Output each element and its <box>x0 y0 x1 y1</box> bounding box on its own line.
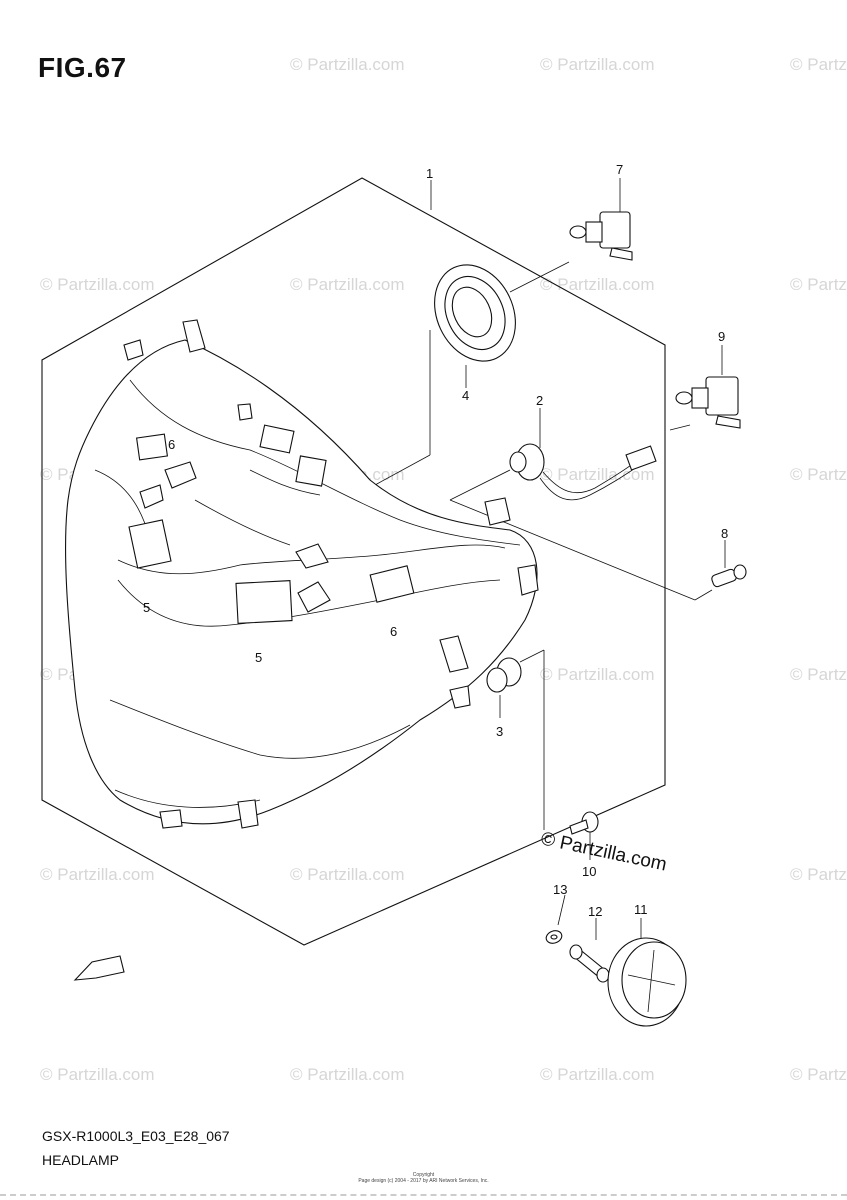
feature-watermark: © Partzilla.com <box>539 828 669 875</box>
headlamp-cap-part-4 <box>434 264 516 362</box>
watermark: © Partzilla.com <box>540 275 655 294</box>
forward-arrow-icon: FWD <box>73 955 125 981</box>
callout-1: 1 <box>426 166 433 181</box>
watermark: © Partzilla.com <box>790 55 847 74</box>
reflector-part-11 <box>607 937 687 1027</box>
model-code: GSX-R1000L3_E03_E28_067 <box>42 1128 230 1144</box>
callout-4: 4 <box>462 388 469 403</box>
grommet-part-3 <box>486 657 522 693</box>
section-name: HEADLAMP <box>42 1152 120 1168</box>
headlamp-housing <box>64 319 539 829</box>
watermark: © Partzilla.com <box>540 55 655 74</box>
watermark: © Partzilla.com <box>790 865 847 884</box>
callout-7: 7 <box>616 162 623 177</box>
callout-2: 2 <box>536 393 543 408</box>
callout-10: 10 <box>582 864 596 879</box>
callout-12: 12 <box>588 904 602 919</box>
callouts: 1 2 3 4 5 5 6 6 7 8 9 10 11 12 13 <box>143 162 728 919</box>
figure-title: FIG.67 <box>38 52 127 83</box>
callout-9: 9 <box>718 329 725 344</box>
watermark: © Partzilla.com <box>290 55 405 74</box>
watermark: © Partzilla.com <box>790 665 847 684</box>
callout-8: 8 <box>721 526 728 541</box>
callout-3: 3 <box>496 724 503 739</box>
watermark: © Partzilla.com <box>540 465 655 484</box>
headlamp-bulb-part-9 <box>675 376 741 429</box>
copyright-line-1: Copyright <box>412 1172 435 1178</box>
callout-13: 13 <box>553 882 567 897</box>
watermark: © Partzilla.com <box>40 275 155 294</box>
copyright-line-2: Page design (c) 2004 - 2017 by ARI Netwo… <box>358 1178 489 1184</box>
copyright-note: Copyright Page design (c) 2004 - 2017 by… <box>0 1172 847 1184</box>
bottom-divider <box>0 1194 847 1196</box>
watermark: © Partzilla.com <box>290 275 405 294</box>
callout-5b: 5 <box>255 650 262 665</box>
collar-part-12 <box>569 944 610 983</box>
washer-part-13 <box>545 930 563 944</box>
watermark: © Partzilla.com <box>40 865 155 884</box>
watermark: © Partzilla.com <box>790 275 847 294</box>
watermark: © Partzilla.com <box>40 1065 155 1084</box>
watermark: © Partzilla.com <box>790 465 847 484</box>
watermark: © Partzilla.com <box>290 865 405 884</box>
socket-wire-part-2 <box>509 443 657 501</box>
callout-6a: 6 <box>168 437 175 452</box>
watermark: © Partzilla.com <box>540 1065 655 1084</box>
watermark: © Partzilla.com <box>790 1065 847 1084</box>
watermark: © Partzilla.com <box>290 1065 405 1084</box>
watermark: © Partzilla.com <box>540 665 655 684</box>
callout-6b: 6 <box>390 624 397 639</box>
screw-part-10 <box>569 811 599 835</box>
assembly-boundary <box>41 177 666 946</box>
callout-11: 11 <box>634 902 648 917</box>
headlamp-bulb-part-7 <box>569 211 633 261</box>
callout-5a: 5 <box>143 600 150 615</box>
position-bulb-part-8 <box>711 564 747 588</box>
